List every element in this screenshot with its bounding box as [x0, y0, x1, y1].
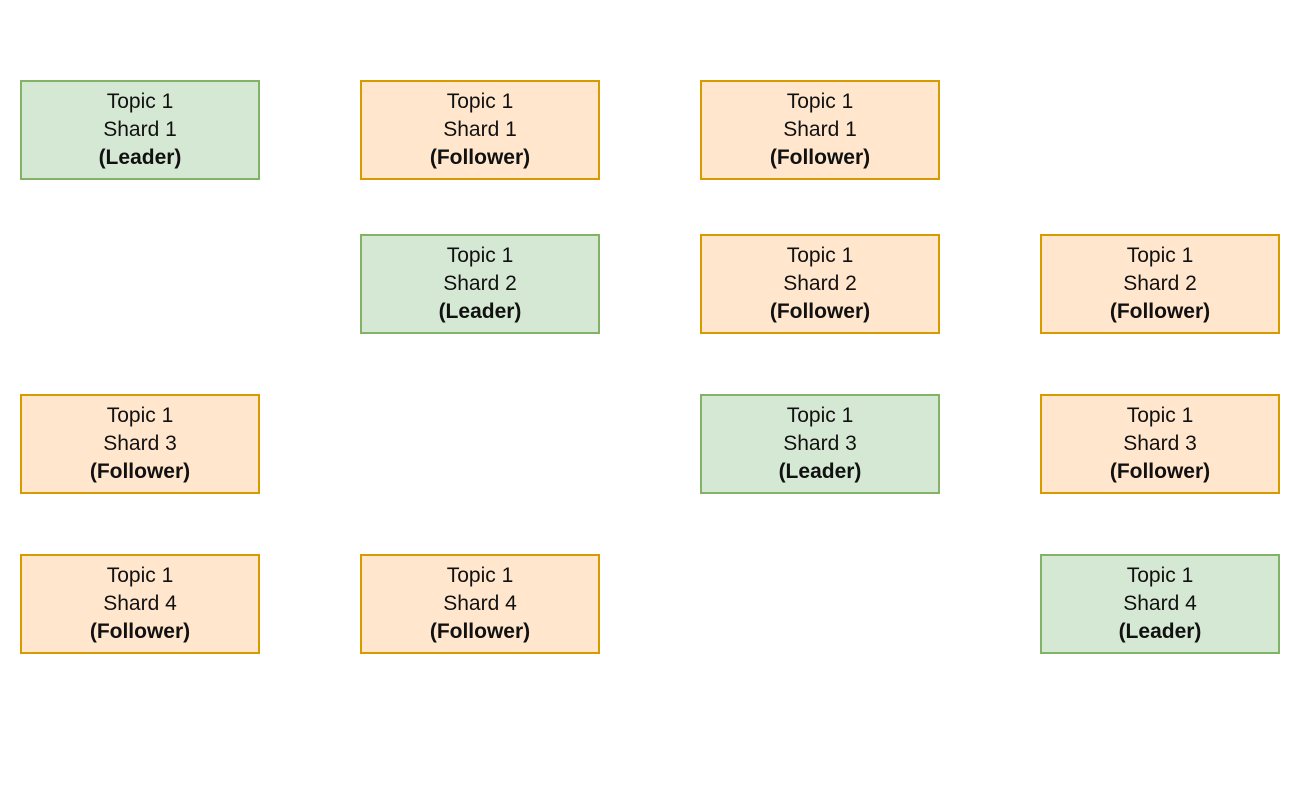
shard-label: Shard 2	[1123, 272, 1197, 295]
topic-label: Topic 1	[786, 244, 854, 267]
shard-replica-box: Topic 1 Shard 1 (Follower)	[700, 80, 940, 180]
topic-label: Topic 1	[106, 564, 174, 587]
shard-replica-box: Topic 1 Shard 2 (Leader)	[360, 234, 600, 334]
shard-label: Shard 1	[443, 118, 517, 141]
topic-label: Topic 1	[1126, 564, 1194, 587]
shard-replica-box: Topic 1 Shard 4 (Leader)	[1040, 554, 1280, 654]
shard-label: Shard 1	[103, 118, 177, 141]
topic-label: Topic 1	[106, 90, 174, 113]
shard-label: Shard 4	[443, 592, 517, 615]
topic-label: Topic 1	[106, 404, 174, 427]
shard-label: Shard 2	[443, 272, 517, 295]
shard-replica-box: Topic 1 Shard 1 (Follower)	[360, 80, 600, 180]
role-label: (Follower)	[89, 620, 191, 643]
topic-label: Topic 1	[786, 404, 854, 427]
shard-label: Shard 1	[783, 118, 857, 141]
shard-label: Shard 2	[783, 272, 857, 295]
shard-label: Shard 3	[1123, 432, 1197, 455]
role-label: (Follower)	[89, 460, 191, 483]
shard-replica-box: Topic 1 Shard 2 (Follower)	[1040, 234, 1280, 334]
role-label: (Follower)	[769, 300, 871, 323]
topic-label: Topic 1	[1126, 404, 1194, 427]
role-label: (Leader)	[778, 460, 862, 483]
shard-replica-box: Topic 1 Shard 1 (Leader)	[20, 80, 260, 180]
topic-label: Topic 1	[446, 244, 514, 267]
topic-label: Topic 1	[1126, 244, 1194, 267]
shard-replica-box: Topic 1 Shard 2 (Follower)	[700, 234, 940, 334]
role-label: (Follower)	[429, 146, 531, 169]
topic-label: Topic 1	[446, 90, 514, 113]
shard-replica-box: Topic 1 Shard 4 (Follower)	[360, 554, 600, 654]
shard-label: Shard 3	[103, 432, 177, 455]
topic-label: Topic 1	[786, 90, 854, 113]
role-label: (Follower)	[1109, 300, 1211, 323]
shard-replica-box: Topic 1 Shard 4 (Follower)	[20, 554, 260, 654]
shard-label: Shard 4	[1123, 592, 1197, 615]
role-label: (Follower)	[429, 620, 531, 643]
role-label: (Follower)	[769, 146, 871, 169]
shard-label: Shard 3	[783, 432, 857, 455]
role-label: (Leader)	[438, 300, 522, 323]
role-label: (Follower)	[1109, 460, 1211, 483]
shard-label: Shard 4	[103, 592, 177, 615]
topic-label: Topic 1	[446, 564, 514, 587]
role-label: (Leader)	[98, 146, 182, 169]
role-label: (Leader)	[1118, 620, 1202, 643]
shard-replica-box: Topic 1 Shard 3 (Follower)	[1040, 394, 1280, 494]
shard-replica-box: Topic 1 Shard 3 (Leader)	[700, 394, 940, 494]
shard-replica-box: Topic 1 Shard 3 (Follower)	[20, 394, 260, 494]
